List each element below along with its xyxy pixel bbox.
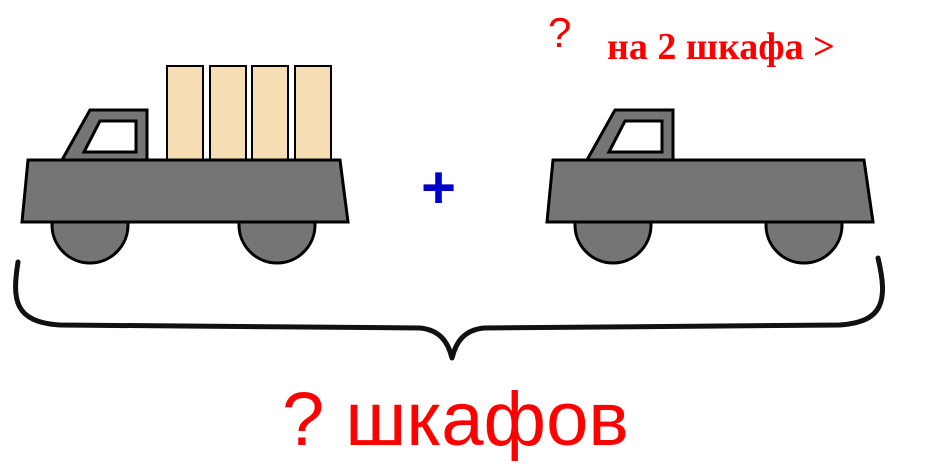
cab-window <box>606 119 664 154</box>
second-truck <box>545 108 875 265</box>
truck-body <box>545 158 875 224</box>
first-truck <box>20 65 350 265</box>
plus-sign: + <box>421 154 457 221</box>
truck-body <box>20 158 350 224</box>
cabinet <box>166 65 204 163</box>
cab-window <box>81 119 138 154</box>
total-question: ? шкафов <box>282 377 629 462</box>
comparison-note: на 2 шкафа > <box>607 26 835 68</box>
cabinet-stack <box>166 65 332 163</box>
cabinet <box>209 65 247 163</box>
cabinet <box>251 65 289 163</box>
unknown-mark: ? <box>548 9 572 56</box>
cabinet <box>294 65 332 163</box>
curly-brace <box>13 255 886 361</box>
